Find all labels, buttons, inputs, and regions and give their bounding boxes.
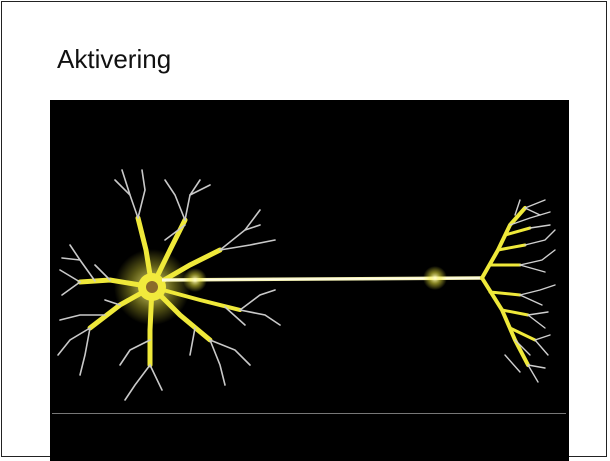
axon-terminal bbox=[482, 208, 535, 365]
signal-pulse bbox=[423, 266, 447, 290]
slide-title: Aktivering bbox=[57, 44, 171, 75]
divider-line bbox=[52, 413, 566, 414]
neuron-illustration bbox=[50, 100, 569, 461]
nucleus bbox=[146, 281, 158, 293]
terminal-branches bbox=[505, 200, 555, 382]
signal-pulse bbox=[183, 268, 207, 292]
neuron-icon bbox=[50, 100, 569, 461]
